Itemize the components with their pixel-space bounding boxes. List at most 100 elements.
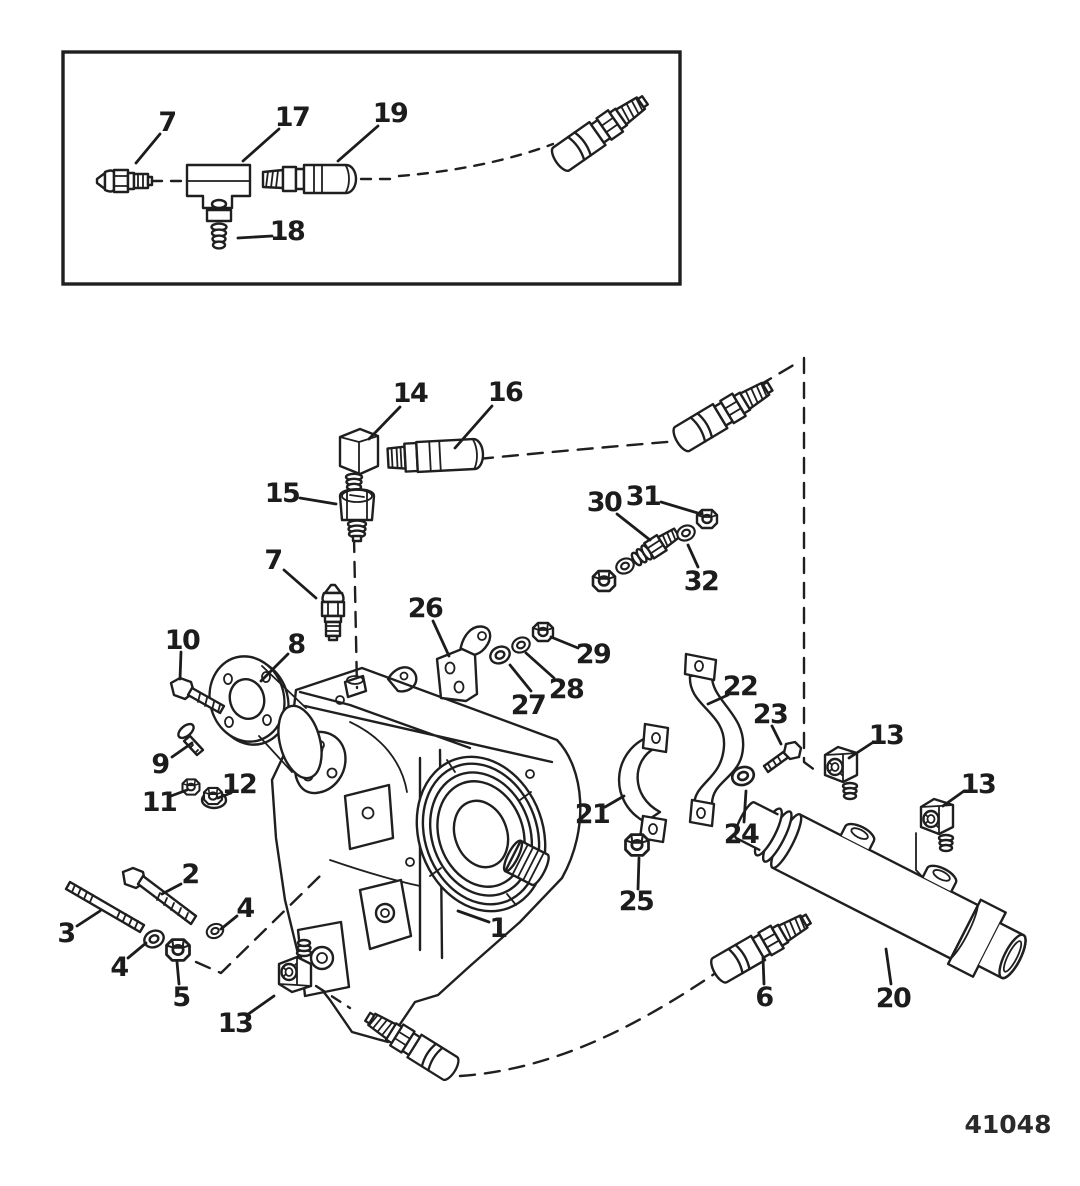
bracket-part-26 (435, 625, 492, 703)
bolt-part-23 (762, 740, 803, 774)
callout-main-9-17: 9 (151, 749, 169, 780)
callout-main-14-4: 14 (393, 378, 428, 409)
leader-line-23-29 (770, 724, 783, 746)
callout-main-31-9: 31 (626, 481, 661, 512)
callout-main-23-29: 23 (753, 699, 788, 730)
callout-main-30-8: 30 (587, 487, 622, 518)
callout-main-3-21: 3 (57, 918, 74, 949)
leader-line-19-2 (336, 124, 380, 163)
callout-main-27-14: 27 (511, 690, 546, 721)
tee-connector-part-17 (185, 163, 252, 210)
leader-line-30-8 (615, 512, 652, 542)
callout-main-32-10: 32 (684, 566, 719, 597)
leader-line-9-17 (170, 741, 194, 759)
callout-main-15-6: 15 (265, 478, 300, 509)
output-shaft (502, 839, 550, 887)
washer-part-27 (486, 642, 514, 668)
hose-fitting-inset (547, 87, 655, 175)
barb-fitting-part-18 (205, 198, 233, 250)
stud-part-3 (64, 880, 146, 934)
leader-line-21-27 (603, 794, 626, 809)
callout-main-21-27: 21 (575, 799, 610, 830)
callout-main-29-12: 29 (576, 639, 611, 670)
callout-main-5-24: 5 (172, 982, 189, 1013)
leader-line-10-15 (178, 650, 183, 681)
callout-main-1-26: 1 (489, 913, 506, 944)
leader-line-13-32 (847, 741, 874, 760)
leader-line-13-33 (941, 789, 966, 808)
callout-inset-7-0: 7 (158, 107, 175, 138)
nut-part-25 (624, 833, 650, 857)
leader-line-1-26 (456, 909, 491, 924)
leader-line-7-7 (282, 568, 318, 600)
callout-main-16-5: 16 (488, 377, 523, 408)
callout-main-24-30: 24 (724, 819, 759, 850)
cooler-port (839, 822, 876, 851)
washer-part-4a (203, 920, 227, 942)
assembly-dash-lines (194, 356, 818, 1078)
leader-line-4-22 (219, 914, 239, 931)
leader-line-29-12 (549, 635, 580, 650)
callout-inset-19-2: 19 (373, 98, 408, 129)
leader-line-28-13 (524, 651, 556, 680)
leader-line-24-30 (742, 789, 748, 824)
bolt-part-2 (121, 866, 198, 926)
leader-line-3-21 (75, 909, 102, 928)
elbow-fitting-part-14 (338, 427, 380, 492)
strap-part-22 (683, 652, 745, 828)
callout-main-8-16: 8 (287, 629, 305, 660)
leader-line-14-4 (367, 405, 402, 441)
leader-line-5-24 (175, 960, 181, 986)
leader-line-32-10 (686, 543, 700, 569)
leader-line-15-6 (298, 496, 338, 506)
fitting-part-16 (386, 437, 485, 474)
inset-assembly (95, 87, 655, 250)
elbow-fitting-part-13-lower-left (277, 938, 313, 994)
callout-main-25-31: 25 (619, 886, 654, 917)
leader-line-16-5 (453, 404, 494, 450)
callout-main-13-32: 13 (869, 720, 904, 751)
callout-main-20-35: 20 (876, 983, 911, 1014)
sensor-part-7-inset (95, 168, 154, 194)
callout-main-10-15: 10 (165, 625, 200, 656)
callout-main-13-25: 13 (218, 1008, 253, 1039)
leader-line-7-0 (134, 132, 162, 165)
hose-fitting-lower (359, 1004, 463, 1084)
hose-fitting-part-6 (706, 905, 817, 987)
nut-part-29 (531, 621, 555, 643)
leader-line-26-11 (431, 619, 451, 658)
hose-fitting-upper-right (668, 373, 779, 456)
leader-line-6-34 (761, 956, 766, 986)
leader-line-25-31 (636, 856, 641, 891)
sensor-part-7-main (320, 583, 346, 642)
leader-line-13-25 (245, 994, 276, 1017)
leader-line-31-9 (659, 500, 703, 516)
callout-main-13-33: 13 (961, 769, 996, 800)
callout-main-7-7: 7 (264, 545, 281, 576)
callout-main-4-23: 4 (110, 952, 128, 983)
callout-main-22-28: 22 (723, 671, 758, 702)
nut-part-5 (165, 938, 191, 962)
leader-line-20-35 (884, 947, 893, 986)
callout-main-4-22: 4 (236, 893, 254, 924)
leader-line-18-3 (236, 234, 274, 240)
screw-part-9 (177, 722, 205, 757)
callout-main-6-34: 6 (755, 982, 773, 1013)
callout-main-28-13: 28 (549, 674, 584, 705)
fitting-part-19 (261, 163, 358, 195)
clamp-part-21 (617, 722, 670, 844)
leader-line-22-28 (706, 693, 730, 706)
leader-line-8-16 (259, 652, 290, 683)
flange-part-8 (208, 655, 323, 780)
oil-cooler-part-20 (733, 801, 1027, 980)
callout-inset-17-1: 17 (275, 102, 310, 133)
callout-main-11-18: 11 (142, 787, 177, 818)
callout-main-2-20: 2 (181, 859, 198, 890)
leader-line-27-14 (508, 663, 533, 693)
leader-line-17-1 (241, 127, 281, 163)
elbow-fitting-part-13-right (919, 797, 955, 853)
transmission-housing-part-1 (270, 666, 582, 1044)
